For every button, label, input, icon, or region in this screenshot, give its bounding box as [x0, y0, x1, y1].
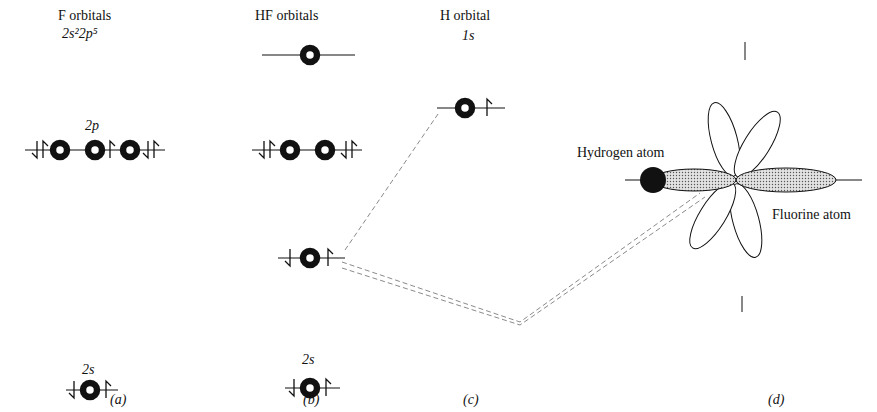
axis-tick: [742, 296, 743, 312]
orbital-ring: [123, 143, 137, 157]
orbital-label: 2s: [302, 352, 314, 367]
panel-letter: (d): [768, 392, 784, 407]
correlation-line: [345, 114, 438, 250]
orbital-label: 1s: [462, 28, 474, 43]
orbital-ring: [458, 101, 472, 115]
column-heading: H orbital: [440, 8, 490, 23]
electron-arrow: [32, 141, 37, 158]
column-heading: F orbitals: [58, 8, 111, 23]
electron-arrow: [328, 249, 333, 266]
panel-letter: (b): [303, 392, 319, 407]
orbital-ring: [53, 143, 67, 157]
energy-level: [25, 141, 165, 158]
electron-configuration: 2s²2p⁵: [62, 26, 98, 41]
atom-label: Hydrogen atom: [577, 145, 664, 160]
orbital-ring: [283, 143, 297, 157]
column-heading: HF orbitals: [255, 8, 318, 23]
electron-arrow: [341, 141, 346, 158]
correlation-line: [342, 193, 700, 322]
panel-letter: (c): [463, 392, 479, 407]
electron-arrow: [69, 381, 74, 398]
orbital-ring: [88, 143, 102, 157]
orbital-ring: [318, 143, 332, 157]
orbital-ring: [83, 383, 97, 397]
electron-arrow: [487, 99, 492, 116]
electron-arrow: [326, 379, 331, 396]
electron-arrow: [154, 141, 159, 158]
electron-arrow: [270, 141, 275, 158]
panel-letter: (a): [110, 392, 126, 407]
axis-tick: [745, 42, 746, 60]
orbital-ring: [303, 48, 317, 62]
electron-arrow: [352, 141, 357, 158]
orbital-ring: [303, 251, 317, 265]
electron-arrow: [285, 249, 290, 266]
orbital-label: 2p: [85, 118, 99, 133]
energy-level: [437, 99, 505, 116]
hydrogen-nucleus: [640, 167, 666, 193]
fluorine-sigma-lobe: [736, 168, 836, 192]
electron-arrow: [143, 141, 148, 158]
electron-arrow: [259, 141, 264, 158]
electron-arrow: [110, 141, 115, 158]
correlation-line: [342, 197, 705, 325]
energy-level: [252, 141, 362, 158]
electron-arrow: [289, 379, 294, 396]
energy-level: [262, 48, 355, 62]
electron-arrow: [43, 141, 48, 158]
orbital-label: 2s: [82, 362, 94, 377]
atom-label: Fluorine atom: [772, 207, 851, 222]
energy-level: [278, 249, 345, 266]
